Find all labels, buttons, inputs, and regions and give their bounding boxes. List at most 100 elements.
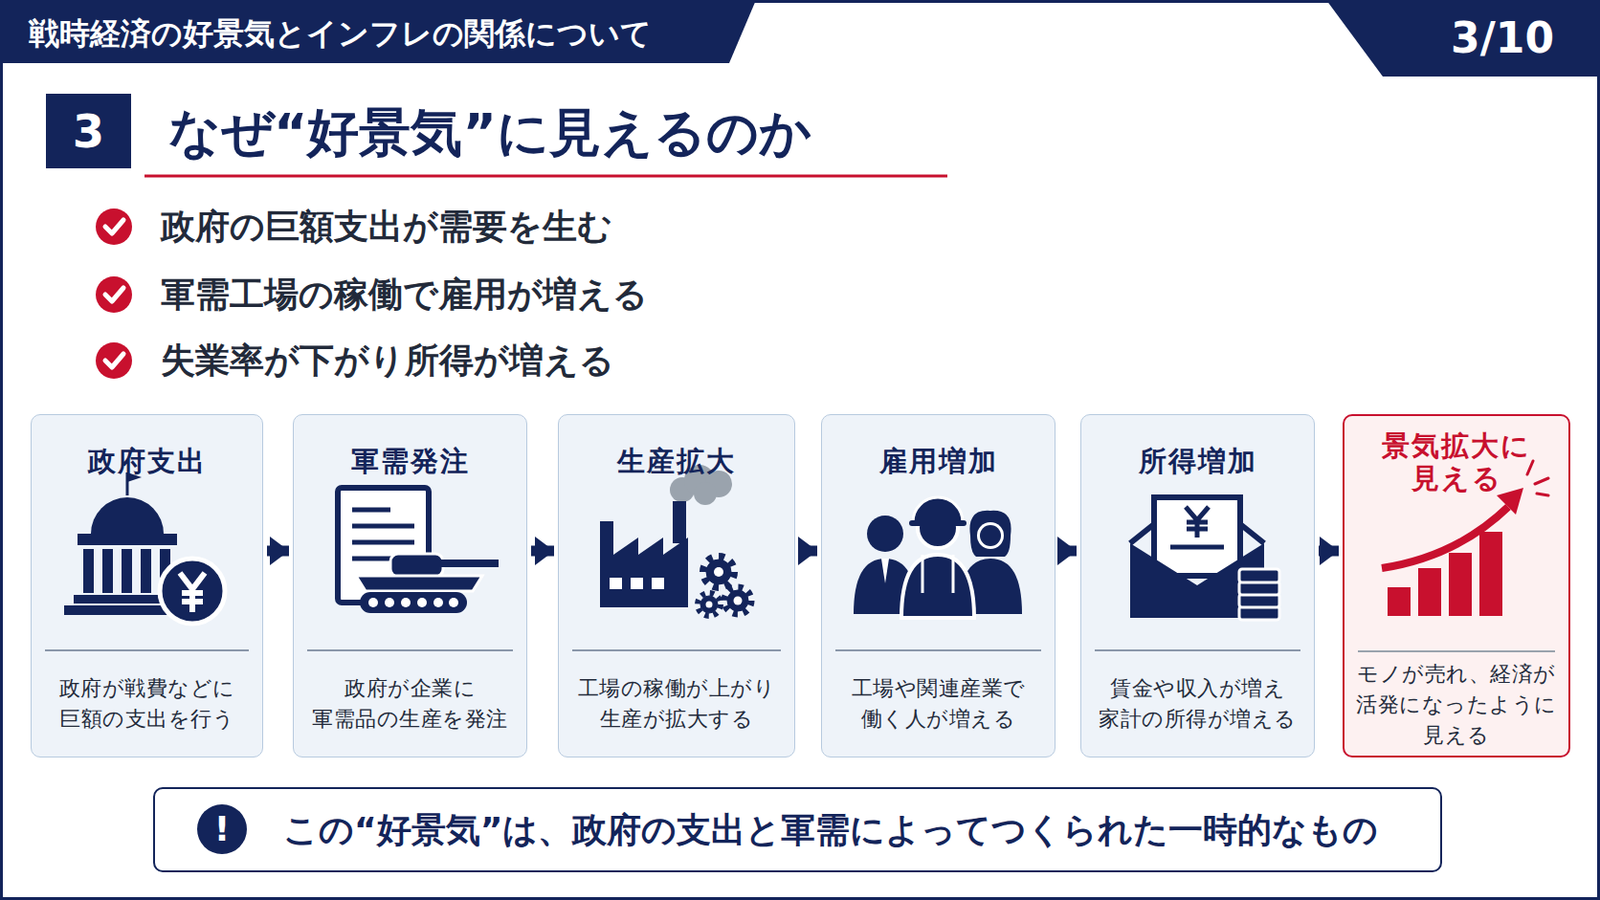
factory-icon-part-part [630, 577, 644, 590]
order-tank-icon-part-part [433, 598, 444, 608]
factory-icon-part-part [693, 482, 717, 506]
slide-decor-part-part [105, 288, 124, 302]
income-icon [1130, 497, 1280, 621]
growth-chart-icon [1381, 461, 1549, 617]
flow-arrow [799, 546, 818, 557]
factory-icon-part-part [713, 567, 724, 578]
order-tank-icon-part-part [400, 598, 411, 608]
workers-icon-part [979, 525, 1001, 547]
government-icon-part [121, 549, 133, 594]
factory-icon-part-part [733, 597, 743, 606]
slide-decor-part-part [95, 276, 133, 313]
workers-icon-part [866, 515, 904, 553]
income-icon-part [1154, 497, 1241, 577]
text-region: 雇用増加 [829, 426, 1047, 496]
workers-icon-part [912, 497, 963, 523]
page-number: 3/10 [1450, 13, 1555, 64]
section-heading: なぜ“好景気”に見えるのか [168, 101, 812, 165]
box-title: 政府支出 [88, 444, 207, 478]
text-region: 景気拡大に 見える [1352, 427, 1561, 497]
government-icon [64, 472, 225, 624]
growth-chart-icon-part-part [1448, 553, 1472, 617]
order-tank-icon-part [441, 559, 499, 568]
text-region: 政府が企業に 軍需品の生産を発注 [301, 652, 519, 756]
flow-arrow [266, 546, 289, 557]
income-icon-part-part [1239, 569, 1280, 583]
box-title: 生産拡大 [617, 444, 736, 478]
separator-line [307, 649, 513, 652]
separator-line [1094, 649, 1301, 652]
workers-icon-part [977, 522, 1004, 550]
factory-icon-part-part [651, 577, 665, 590]
government-icon-part [127, 472, 142, 483]
slide-decor-part-part [105, 354, 124, 368]
workers-icon-part [881, 558, 889, 584]
factory-icon-part-part [706, 601, 713, 609]
section-number: 3 [45, 93, 132, 169]
box-title: 景気拡大に 見える [1352, 429, 1561, 495]
slide-decor-part [0, 0, 756, 64]
factory-icon-part [697, 556, 752, 617]
factory-icon-part-part [609, 577, 623, 590]
separator-line [835, 649, 1042, 652]
text-region: モノが売れ、経済が 活発になったように 見える [1352, 653, 1561, 757]
factory-icon [600, 465, 752, 617]
box-title: 軍需発注 [351, 444, 470, 478]
slide-decor-part [95, 342, 133, 379]
order-tank-icon-part-part [384, 598, 395, 608]
growth-chart-icon-part [1381, 507, 1509, 569]
factory-icon-part-part [727, 590, 749, 612]
income-icon-part [1170, 507, 1224, 548]
bullet-text: 失業率が下がり所得が増える [160, 337, 615, 384]
slide-decor-part-part [95, 342, 133, 379]
note-mark-text: ! [197, 806, 247, 853]
workers-icon-part [922, 555, 954, 594]
order-tank-icon-part [355, 576, 483, 592]
text-region: 所得増加 [1088, 426, 1307, 496]
growth-chart-icon-part-part [1479, 532, 1503, 617]
slide-decor-part [1326, 0, 1600, 77]
bullet-text: 軍需工場の稼働で雇用が増える [160, 271, 648, 318]
slide-decor-part [95, 208, 133, 245]
text-region: 政府支出 [39, 426, 255, 496]
banner-title: 戦時経済の好景気とインフレの関係について [28, 14, 652, 53]
text-region: 工場の稼働が上がり 生産が拡大する [566, 652, 787, 756]
government-icon-part [126, 472, 130, 496]
box-title: 所得増加 [1138, 444, 1258, 478]
factory-icon-part-part [706, 559, 732, 585]
order-tank-icon [337, 488, 499, 614]
text-region: 工場や関連産業で 働く人が増える [829, 652, 1047, 756]
government-icon-part [140, 549, 152, 594]
box-description: 工場の稼働が上がり 生産が拡大する [566, 673, 787, 735]
flow-arrow [531, 546, 555, 557]
government-icon-part [179, 573, 205, 613]
growth-chart-icon-part-part [1418, 568, 1442, 617]
box-description: 政府が戦費などに 巨額の支出を行う [39, 673, 255, 735]
government-icon-part [83, 549, 94, 594]
factory-icon-part [600, 521, 689, 608]
box-description: 賃金や収入が増え 家計の所得が増える [1088, 673, 1307, 735]
factory-icon-part-part [703, 556, 734, 588]
growth-chart-icon-part [1387, 532, 1503, 617]
note-text: この“好景気”は、政府の支出と軍需によってつくられた一時的なもの [283, 809, 1378, 852]
workers-icon-part [909, 520, 967, 527]
box-description: モノが売れ、経済が 活発になったように 見える [1352, 659, 1561, 752]
separator-line [572, 649, 781, 652]
flow-arrow [1318, 546, 1339, 557]
growth-chart-icon-part [1496, 488, 1524, 515]
factory-icon-part [609, 577, 665, 590]
order-tank-icon-part-part [368, 598, 378, 608]
government-icon-part [102, 549, 113, 594]
order-tank-icon-part [390, 554, 444, 578]
slide-decor-part-part [95, 208, 133, 245]
government-icon-part [159, 558, 225, 624]
growth-chart-icon-part [1527, 461, 1549, 496]
text-region: 政府が戦費などに 巨額の支出を行う [39, 652, 255, 756]
workers-icon-part [969, 511, 1011, 557]
factory-icon-part-part [724, 587, 752, 615]
growth-chart-icon-part-part [1387, 587, 1411, 617]
slide-decor-part-part [105, 220, 124, 234]
income-icon-part [1239, 569, 1280, 621]
factory-icon-part [706, 567, 743, 609]
